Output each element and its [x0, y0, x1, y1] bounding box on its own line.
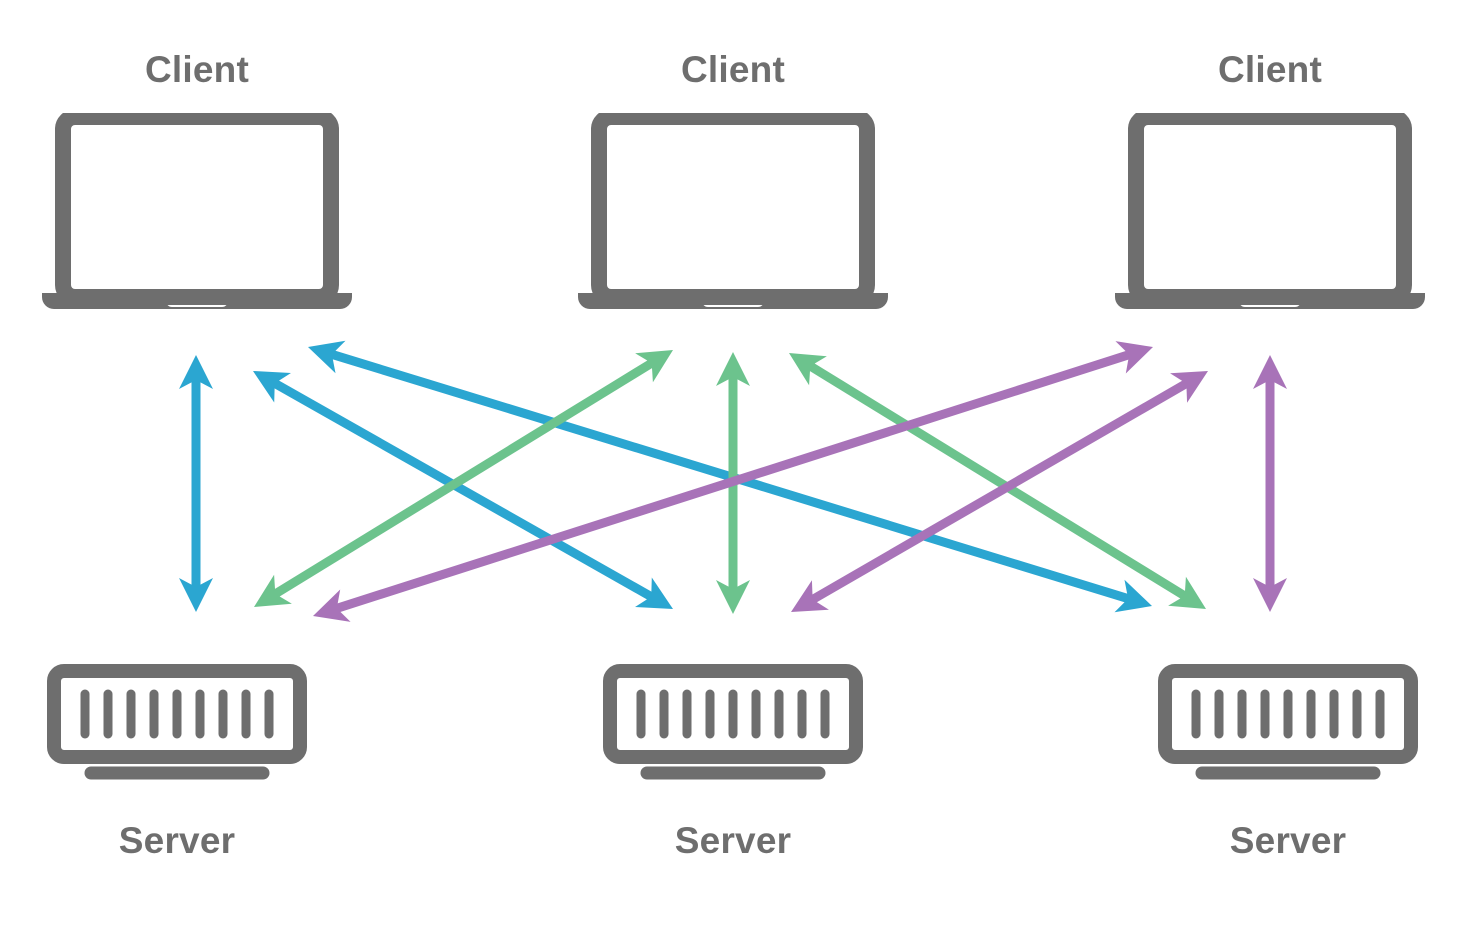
client-label-2: Client — [681, 49, 785, 90]
server-rack-icon — [610, 671, 856, 773]
arrowhead-start — [253, 371, 291, 403]
arrowhead-end — [635, 577, 673, 609]
servers-layer: Server Server Server — [54, 671, 1411, 861]
client-label-1: Client — [145, 49, 249, 90]
arrowhead-start — [789, 353, 827, 386]
arrowhead-start — [1115, 341, 1153, 374]
arrowhead-end — [716, 580, 750, 614]
connection-arrow[interactable] — [254, 350, 673, 607]
client-node-2[interactable]: Client — [578, 49, 888, 309]
laptop-icon — [1115, 117, 1425, 309]
arrowhead-start — [179, 355, 213, 389]
arrowhead-end — [313, 589, 351, 622]
connection-arrow[interactable] — [253, 371, 673, 609]
arrowhead-end — [791, 580, 829, 612]
server-label-2: Server — [675, 820, 791, 861]
connection-arrow[interactable] — [791, 371, 1208, 612]
connection-arrow[interactable] — [313, 341, 1153, 622]
connection-shaft — [809, 379, 1190, 604]
connection-shaft — [272, 358, 655, 599]
connections-layer — [179, 340, 1287, 622]
server-rack-icon — [1165, 671, 1411, 773]
client-node-1[interactable]: Client — [42, 49, 352, 309]
server-node-1[interactable]: Server — [54, 671, 300, 861]
arrowhead-end — [1114, 579, 1152, 613]
client-label-3: Client — [1218, 49, 1322, 90]
connection-arrow[interactable] — [789, 353, 1206, 609]
clients-layer: Client Client Client — [42, 49, 1425, 309]
connection-arrow[interactable] — [1253, 355, 1287, 612]
arrowhead-start — [1170, 371, 1208, 403]
arrowhead-start — [1253, 355, 1287, 389]
arrowhead-end — [1168, 576, 1206, 609]
laptop-icon — [578, 117, 888, 309]
arrowhead-end — [179, 578, 213, 612]
arrowhead-end — [1253, 578, 1287, 612]
arrowhead-start — [635, 350, 673, 383]
client-node-3[interactable]: Client — [1115, 49, 1425, 309]
connection-shaft — [334, 350, 1132, 613]
laptop-icon — [42, 117, 352, 309]
connection-arrow[interactable] — [179, 355, 213, 612]
server-node-3[interactable]: Server — [1165, 671, 1411, 861]
connection-shaft — [807, 361, 1188, 601]
arrowhead-start — [716, 352, 750, 386]
server-label-1: Server — [119, 820, 235, 861]
server-rack-icon — [54, 671, 300, 773]
arrowhead-start — [308, 340, 346, 374]
arrowhead-end — [254, 574, 292, 607]
server-label-3: Server — [1230, 820, 1346, 861]
connection-shaft — [271, 378, 655, 602]
server-node-2[interactable]: Server — [610, 671, 856, 861]
